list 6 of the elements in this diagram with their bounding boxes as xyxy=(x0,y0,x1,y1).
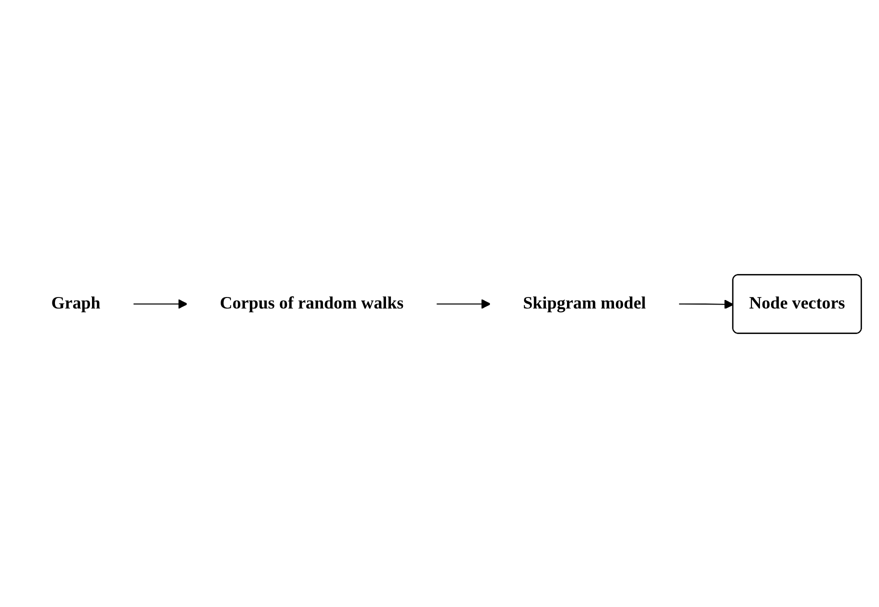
arrow xyxy=(678,299,734,309)
arrow xyxy=(132,298,188,308)
node-text: Graph xyxy=(50,294,100,312)
arrow xyxy=(436,298,490,308)
node-text: Skipgram model xyxy=(522,294,646,312)
node-text: Corpus of random walks xyxy=(219,294,404,312)
